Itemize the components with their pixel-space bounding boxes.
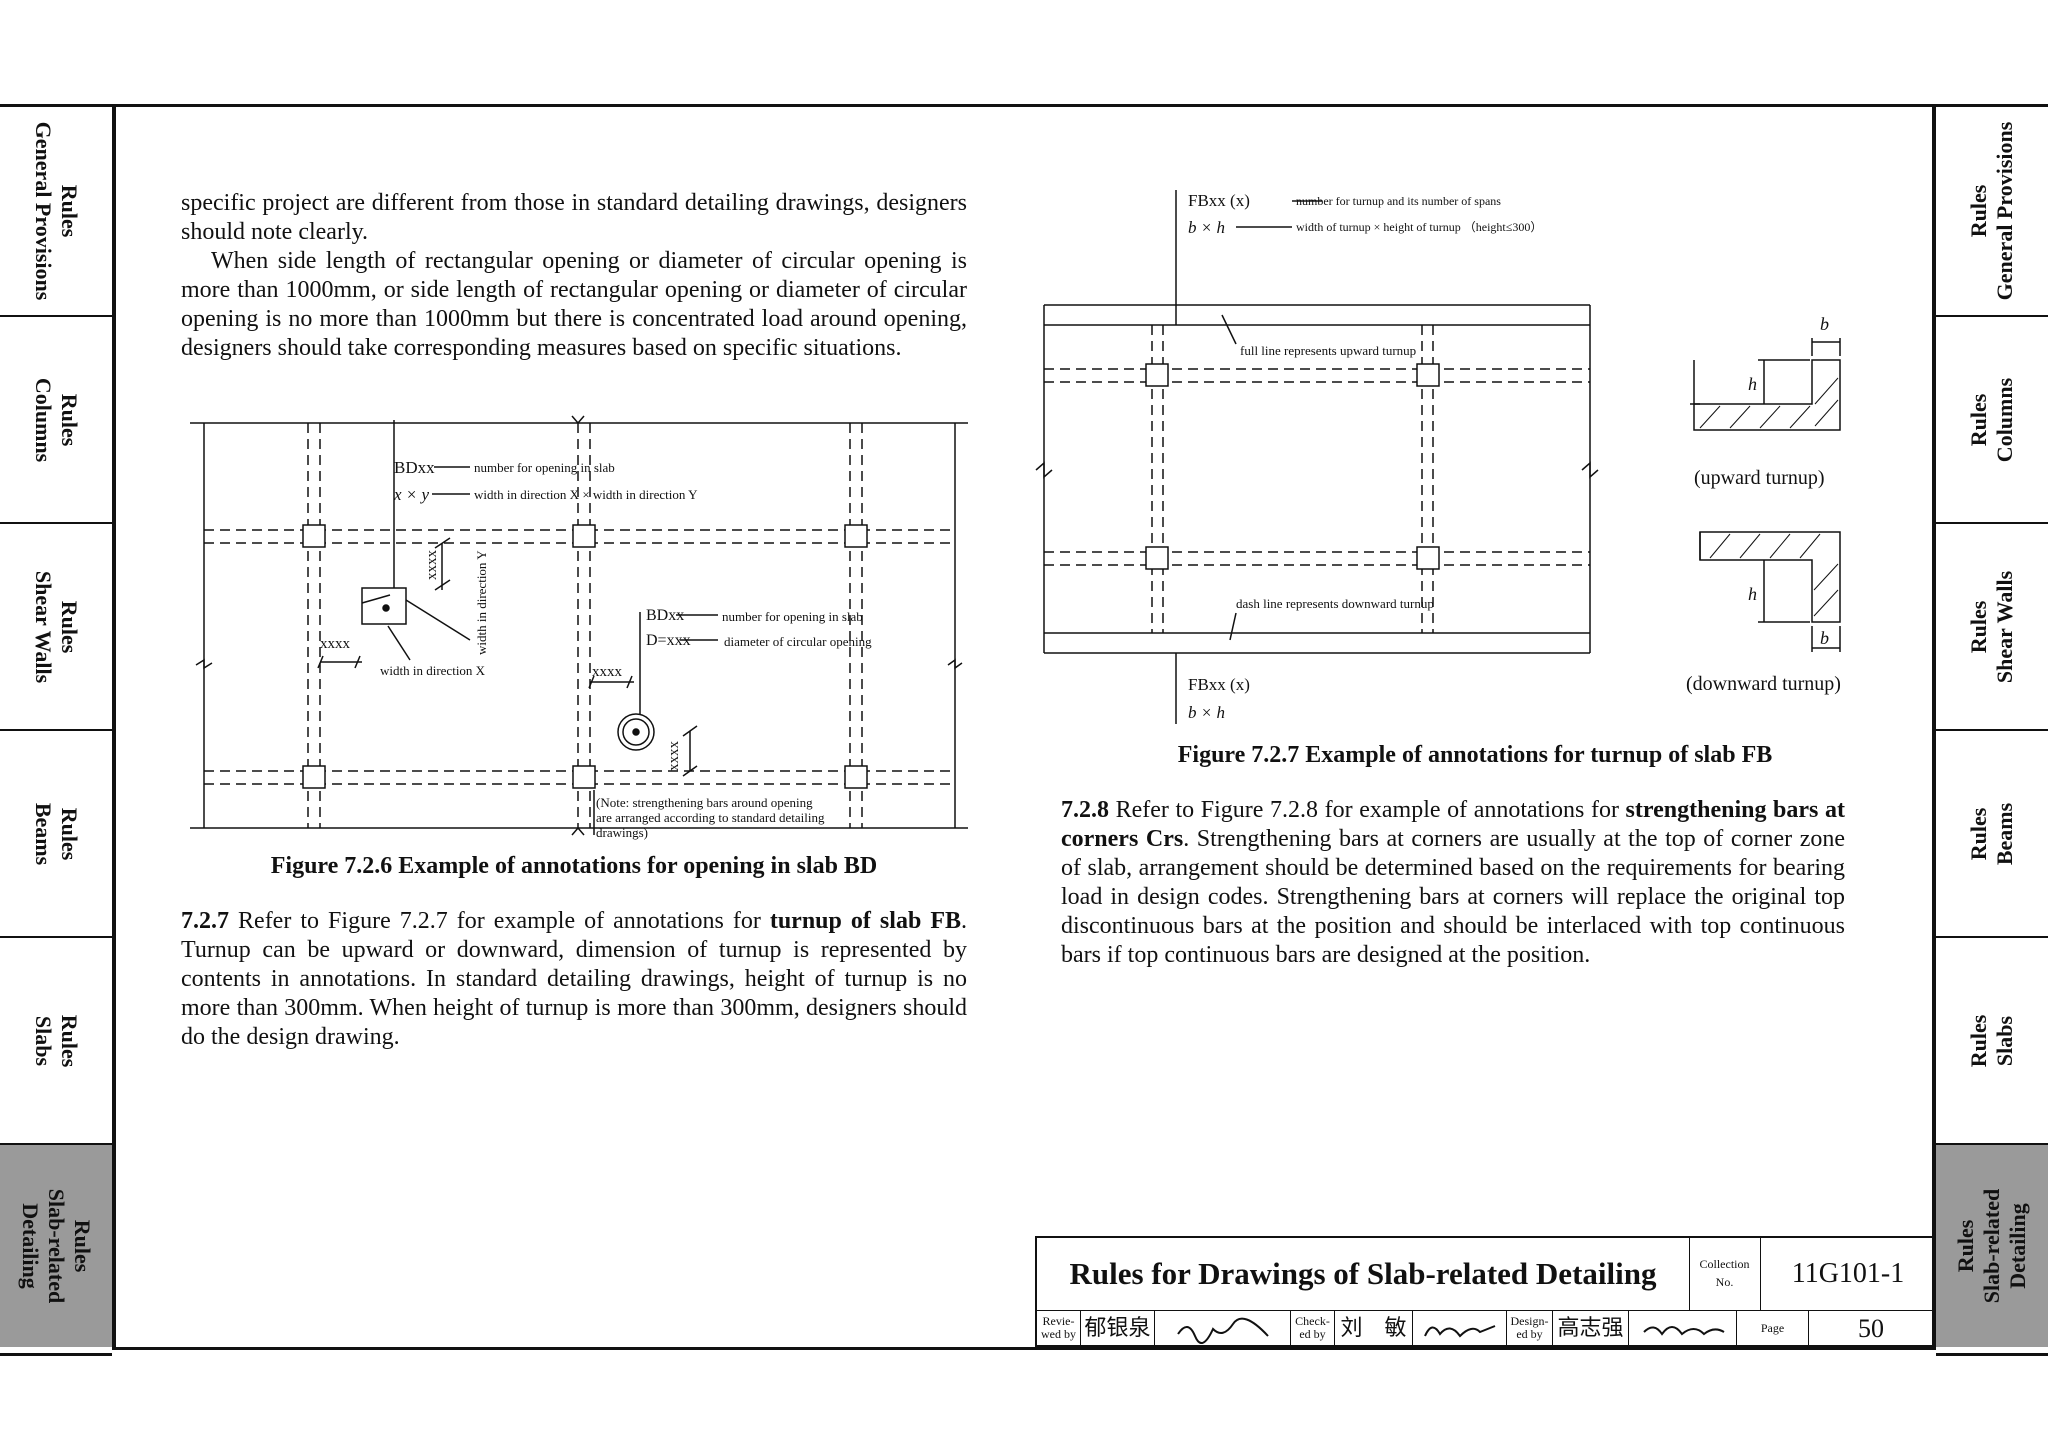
section-number: 7.2.7 bbox=[181, 908, 229, 934]
dimension-label: xxxx bbox=[666, 741, 682, 772]
dash-line-note: dash line represents downward turnup bbox=[1236, 596, 1434, 611]
tab-beams[interactable]: Rules Beams bbox=[1936, 731, 2048, 938]
paragraph-text: Refer to Figure 7.2.8 for example of ann… bbox=[1109, 797, 1626, 823]
note-line: (Note: strengthening bars around opening bbox=[596, 795, 813, 810]
tab-label: Rules Slabs bbox=[1966, 1014, 2017, 1067]
tab-label: Rules Slab-related Detailing bbox=[18, 1188, 95, 1304]
designer-signature bbox=[1629, 1311, 1737, 1346]
tab-slabs[interactable]: Rules Slabs bbox=[0, 938, 112, 1145]
tab-slabs[interactable]: Rules Slabs bbox=[1936, 938, 2048, 1145]
note-line: drawings) bbox=[596, 825, 648, 840]
opening-size-desc: width in direction X × width in directio… bbox=[474, 487, 698, 502]
tab-label: Rules Beams bbox=[1966, 802, 2017, 865]
tab-label: Rules General Provisions bbox=[31, 121, 82, 301]
dimension-label: xxxx bbox=[592, 664, 623, 680]
tab-label: Rules General Provisions bbox=[1966, 121, 2017, 301]
tab-label: Rules Shear Walls bbox=[31, 570, 82, 683]
dimension-h-label: h bbox=[1748, 584, 1757, 604]
paragraph-7-2-7: 7.2.7 Refer to Figure 7.2.7 for example … bbox=[181, 907, 967, 1052]
dimension-b-label: b bbox=[1820, 314, 1829, 334]
collection-label: Collection No. bbox=[1689, 1238, 1761, 1310]
circular-opening-code-desc: number for opening in slab bbox=[722, 609, 863, 624]
paragraph-7-2-8: 7.2.8 Refer to Figure 7.2.8 for example … bbox=[1061, 796, 1845, 970]
width-x-label: width in direction X bbox=[380, 663, 486, 678]
turnup-code-desc: number for turnup and its number of span… bbox=[1296, 194, 1501, 208]
collection-number: 11G101-1 bbox=[1791, 1258, 1905, 1289]
reviewed-label: Revie- wed by bbox=[1037, 1311, 1081, 1346]
tab-label: Rules Slab-related Detailing bbox=[1953, 1188, 2030, 1304]
dimension-h-label: h bbox=[1748, 374, 1757, 394]
turnup-size-desc: width of turnup × height of turnup （heig… bbox=[1296, 220, 1542, 234]
section-number: 7.2.8 bbox=[1061, 797, 1109, 823]
opening-code-label: BDxx bbox=[394, 458, 435, 477]
turnup-code-label: FBxx (x) bbox=[1188, 191, 1250, 210]
figure-caption: Figure 7.2.6 Example of annotations for … bbox=[270, 853, 878, 879]
signature-icon bbox=[1642, 1326, 1725, 1336]
turnup-size-label: b × h bbox=[1188, 703, 1225, 722]
turnup-size-label: b × h bbox=[1188, 218, 1225, 237]
tab-beams[interactable]: Rules Beams bbox=[0, 731, 112, 938]
upward-turnup-label: (upward turnup) bbox=[1694, 467, 1825, 489]
signature-icon bbox=[1423, 1325, 1495, 1338]
tab-slab-related-detailing[interactable]: Rules Slab-related Detailing bbox=[0, 1145, 112, 1347]
bold-term: strengthening bars at corners Crs bbox=[1061, 797, 1845, 852]
left-side-tabs: Rules General Provisions Rules Columns R… bbox=[0, 104, 112, 1356]
tab-label: Rules Columns bbox=[31, 377, 82, 462]
reviewer-name: 郁银泉 bbox=[1081, 1311, 1155, 1346]
tab-label: Rules Shear Walls bbox=[1966, 570, 2017, 683]
paragraph-text: Refer to Figure 7.2.7 for example of ann… bbox=[229, 908, 770, 934]
paragraph-text: . Turnup can be upward or downward, dime… bbox=[181, 908, 967, 1050]
dimension-label: xxxx bbox=[424, 550, 440, 581]
turnup-code-label: FBxx (x) bbox=[1188, 675, 1250, 694]
paragraph: specific project are different from thos… bbox=[181, 190, 967, 245]
checked-label: Check- ed by bbox=[1291, 1311, 1335, 1346]
tab-general-provisions[interactable]: Rules General Provisions bbox=[0, 107, 112, 317]
figure-7-2-7: FBxx (x) number for turnup and its numbe… bbox=[1035, 190, 1841, 724]
tab-columns[interactable]: Rules Columns bbox=[0, 317, 112, 524]
tab-label: Rules Columns bbox=[1966, 377, 2017, 462]
note-line: are arranged according to standard detai… bbox=[596, 810, 825, 825]
right-side-tabs: Rules General Provisions Rules Columns R… bbox=[1936, 104, 2048, 1356]
opening-code-desc: number for opening in slab bbox=[474, 460, 615, 475]
tab-label: Rules Beams bbox=[31, 802, 82, 865]
page-number: 50 bbox=[1858, 1314, 1884, 1343]
tab-general-provisions[interactable]: Rules General Provisions bbox=[1936, 107, 2048, 317]
main-frame bbox=[112, 104, 1936, 1350]
tab-shear-walls[interactable]: Rules Shear Walls bbox=[0, 524, 112, 731]
drawing-title: Rules for Drawings of Slab-related Detai… bbox=[1037, 1238, 1690, 1310]
opening-size-label: x × y bbox=[393, 485, 430, 504]
paragraph: When side length of rectangular opening … bbox=[181, 248, 967, 361]
signature-icon bbox=[1176, 1317, 1269, 1344]
figure-caption: Figure 7.2.7 Example of annotations for … bbox=[1177, 742, 1773, 768]
checker-name: 刘 敏 bbox=[1335, 1311, 1413, 1346]
circular-opening-code-label: BDxx bbox=[646, 607, 684, 624]
page-label: Page bbox=[1737, 1311, 1809, 1346]
title-block: Rules for Drawings of Slab-related Detai… bbox=[1035, 1236, 1935, 1347]
full-line-note: full line represents upward turnup bbox=[1240, 343, 1416, 358]
designer-name: 高志强 bbox=[1553, 1311, 1629, 1346]
tab-columns[interactable]: Rules Columns bbox=[1936, 317, 2048, 524]
reviewer-signature bbox=[1155, 1311, 1291, 1346]
tab-label: Rules Slabs bbox=[31, 1014, 82, 1067]
tab-shear-walls[interactable]: Rules Shear Walls bbox=[1936, 524, 2048, 731]
tab-slab-related-detailing[interactable]: Rules Slab-related Detailing bbox=[1936, 1145, 2048, 1347]
checker-signature bbox=[1413, 1311, 1507, 1346]
width-y-label: width in direction Y bbox=[474, 550, 489, 655]
downward-turnup-label: (downward turnup) bbox=[1686, 673, 1841, 695]
figure-7-2-6: BDxx number for opening in slab x × y wi… bbox=[190, 415, 968, 840]
paragraph-text: . Strengthening bars at corners are usua… bbox=[1061, 826, 1845, 968]
circular-opening-diameter-label: D=xxx bbox=[646, 632, 691, 649]
circular-opening-diameter-desc: diameter of circular opening bbox=[724, 634, 872, 649]
bold-term: turnup of slab FB bbox=[769, 908, 961, 934]
dimension-label: xxxx bbox=[320, 636, 351, 652]
dimension-b-label: b bbox=[1820, 628, 1829, 648]
designed-label: Design- ed by bbox=[1507, 1311, 1553, 1346]
signature-row: Revie- wed by 郁银泉 Check- ed by 刘 敏 Desig… bbox=[1037, 1310, 1933, 1346]
